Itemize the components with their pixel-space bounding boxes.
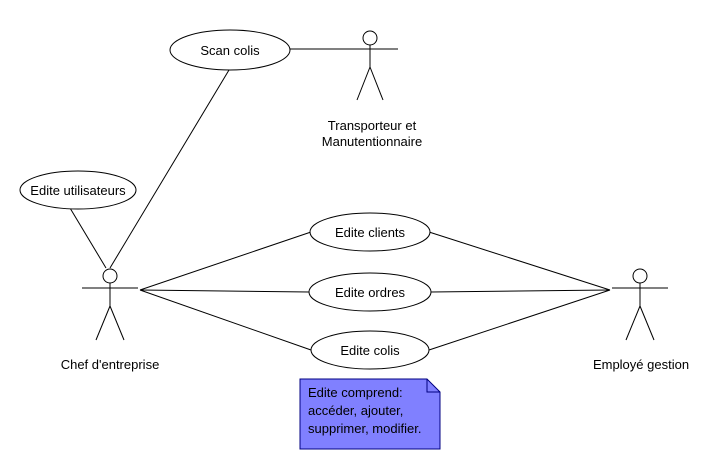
stick-figure-icon bbox=[342, 30, 398, 101]
association-chef-edite-utilisateurs bbox=[69, 207, 107, 269]
actor-transporteur-label-line2: Manutentionnaire bbox=[322, 134, 422, 149]
associations bbox=[69, 48, 611, 351]
association-chef-edite-colis bbox=[139, 289, 312, 351]
association-chef-edite-ordres bbox=[139, 289, 310, 293]
use-case-scan-colis[interactable]: Scan colis bbox=[169, 29, 291, 71]
use-case-edite-utilisateurs[interactable]: Edite utilisateurs bbox=[19, 170, 137, 210]
actor-chef-entreprise-label: Chef d'entreprise bbox=[61, 357, 160, 372]
stick-figure-icon bbox=[82, 268, 138, 341]
note-line1: Edite comprend: bbox=[308, 385, 403, 400]
note-line2: accéder, ajouter, bbox=[308, 403, 403, 418]
note: Edite comprend: accéder, ajouter, suppri… bbox=[299, 378, 441, 450]
use-case-edite-ordres[interactable]: Edite ordres bbox=[308, 272, 432, 312]
use-case-edite-clients-label: Edite clients bbox=[335, 225, 406, 240]
stick-figure-icon bbox=[612, 268, 668, 341]
use-case-edite-utilisateurs-label: Edite utilisateurs bbox=[30, 183, 126, 198]
note-line3: supprimer, modifier. bbox=[308, 421, 421, 436]
actor-transporteur-label-line1: Transporteur et bbox=[328, 118, 417, 133]
actor-chef-entreprise: Chef d'entreprise bbox=[61, 268, 160, 372]
use-case-scan-colis-label: Scan colis bbox=[200, 43, 260, 58]
association-employe-edite-ordres bbox=[430, 289, 611, 293]
association-chef-edite-clients bbox=[139, 231, 312, 291]
note-box bbox=[299, 378, 441, 450]
association-employe-edite-clients bbox=[428, 231, 611, 291]
actor-employe-gestion: Employé gestion bbox=[593, 268, 689, 372]
association-chef-scan-colis bbox=[109, 69, 230, 269]
note-folded-corner bbox=[426, 379, 440, 393]
actor-transporteur: Transporteur et Manutentionnaire bbox=[322, 30, 422, 149]
use-case-edite-clients[interactable]: Edite clients bbox=[309, 212, 431, 252]
actor-employe-gestion-label: Employé gestion bbox=[593, 357, 689, 372]
use-case-edite-colis-label: Edite colis bbox=[340, 343, 400, 358]
association-employe-edite-colis bbox=[428, 289, 611, 351]
use-case-edite-colis[interactable]: Edite colis bbox=[310, 330, 430, 370]
use-case-edite-ordres-label: Edite ordres bbox=[335, 285, 406, 300]
